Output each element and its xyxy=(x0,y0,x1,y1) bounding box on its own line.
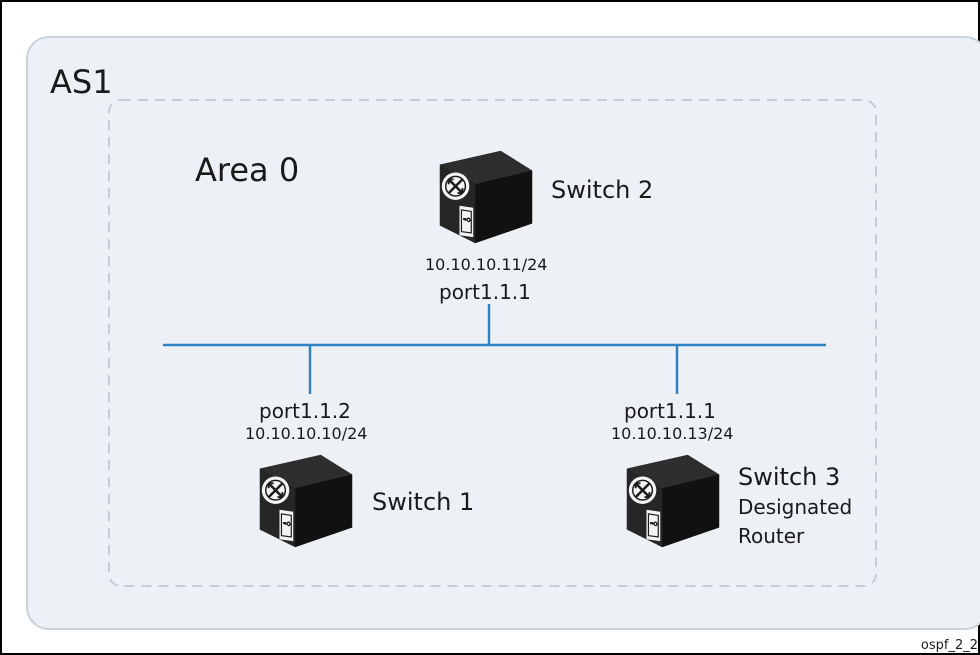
switch1-name: Switch 1 xyxy=(372,488,475,516)
switch3-name: Switch 3 xyxy=(738,463,841,491)
switch2-ip: 10.10.10.11/24 xyxy=(425,255,548,274)
as-label: AS1 xyxy=(50,63,113,101)
switch3-role-line2: Router xyxy=(738,524,805,548)
as1-boundary xyxy=(26,36,980,630)
switch3-port: port1.1.1 xyxy=(624,399,716,423)
area0-boundary xyxy=(108,99,877,587)
network-segment xyxy=(163,304,826,394)
switch3-ip: 10.10.10.13/24 xyxy=(611,424,734,443)
switch3-role-line1: Designated xyxy=(738,495,853,519)
area-label: Area 0 xyxy=(195,151,300,189)
switch1-port: port1.1.2 xyxy=(259,399,351,423)
switch1-ip: 10.10.10.10/24 xyxy=(245,424,368,443)
figure-id: ospf_2_2 xyxy=(920,638,978,653)
switch2-name: Switch 2 xyxy=(551,176,654,204)
switch2-port: port1.1.1 xyxy=(439,280,531,304)
